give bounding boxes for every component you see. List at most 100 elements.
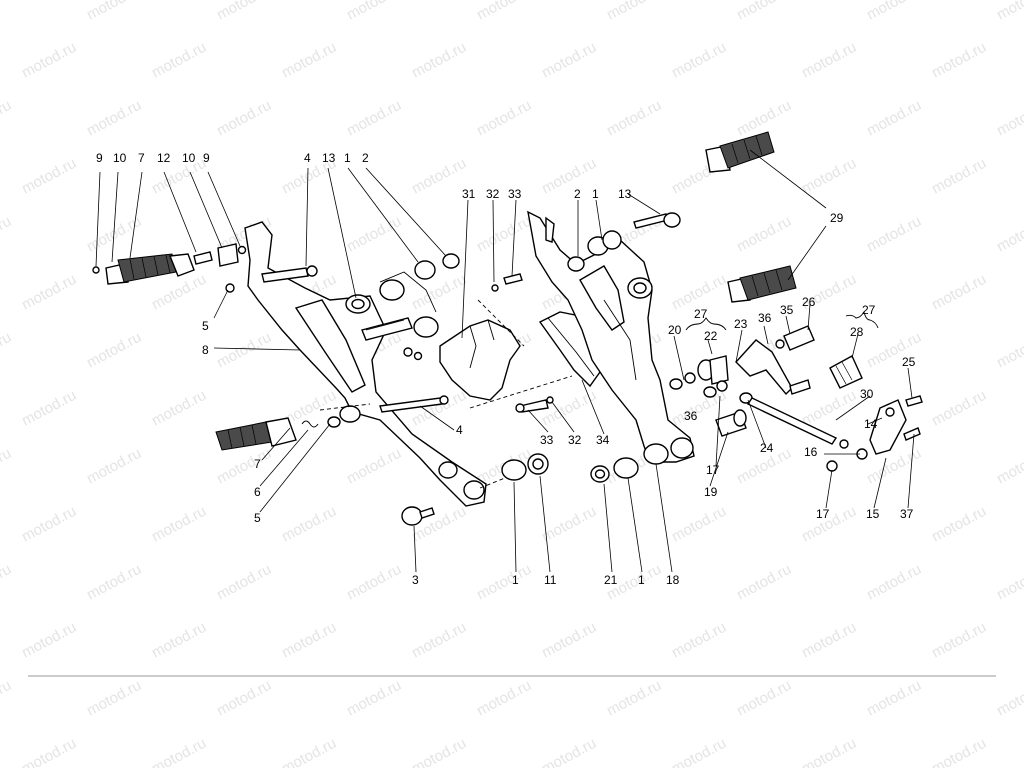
- watermark-text: motod.ru: [19, 155, 79, 198]
- left-bracket-hardware: [225, 253, 549, 526]
- watermark-text: motod.ru: [864, 97, 924, 140]
- watermark-text: motod.ru: [799, 155, 859, 198]
- left-upper-footpeg: [92, 243, 247, 285]
- part-label: 3: [412, 573, 419, 587]
- watermark-text: motod.ru: [799, 39, 859, 82]
- watermark-text: motod.ru: [994, 0, 1024, 24]
- part-label: 25: [902, 355, 916, 369]
- watermark-text: motod.ru: [84, 677, 144, 720]
- part-label: 30: [860, 387, 874, 401]
- watermark-text: motod.ru: [19, 39, 79, 82]
- part-label: 9: [96, 151, 103, 165]
- watermark-text: motod.ru: [734, 677, 794, 720]
- part-label: 4: [456, 423, 463, 437]
- part-label: 32: [486, 187, 500, 201]
- part-label: 8: [202, 343, 209, 357]
- part-label: 36: [758, 311, 772, 325]
- part-label: 13: [322, 151, 336, 165]
- watermark-text: motod.ru: [539, 619, 599, 662]
- part-label: 10: [113, 151, 127, 165]
- watermark-text: motod.ru: [994, 445, 1024, 488]
- part-label: 35: [780, 303, 794, 317]
- part-label: 15: [866, 507, 880, 521]
- watermark-text: motod.ru: [0, 445, 14, 488]
- watermark-text: motod.ru: [669, 619, 729, 662]
- part-label: 27: [694, 307, 708, 321]
- watermark-text: motod.ru: [994, 213, 1024, 256]
- watermark-text: motod.ru: [0, 329, 14, 372]
- watermark-text: motod.ru: [539, 735, 599, 768]
- watermark-text: motod.ru: [19, 271, 79, 314]
- watermark-text: motod.ru: [994, 329, 1024, 372]
- watermark-text: motod.ru: [929, 503, 989, 546]
- part-label: 34: [596, 433, 610, 447]
- part-label: 5: [202, 319, 209, 333]
- watermark-text: motod.ru: [149, 271, 209, 314]
- part-label: 20: [668, 323, 682, 337]
- watermark-text: motod.ru: [344, 677, 404, 720]
- watermark-text: motod.ru: [474, 677, 534, 720]
- watermark-text: motod.ru: [864, 445, 924, 488]
- watermark-text: motod.ru: [19, 387, 79, 430]
- part-label: 14: [864, 417, 878, 431]
- part-label: 26: [802, 295, 816, 309]
- part-label: 36: [684, 409, 698, 423]
- watermark-text: motod.ru: [279, 503, 339, 546]
- watermark-text: motod.ru: [344, 445, 404, 488]
- watermark-text: motod.ru: [19, 503, 79, 546]
- part-label: 13: [618, 187, 632, 201]
- watermark-text: motod.ru: [799, 619, 859, 662]
- part-label: 12: [157, 151, 171, 165]
- watermark-text: motod.ru: [604, 97, 664, 140]
- watermark-text: motod.ru: [734, 561, 794, 604]
- watermark-text: motod.ru: [799, 387, 859, 430]
- part-label: 23: [734, 317, 748, 331]
- watermark-text: motod.ru: [929, 271, 989, 314]
- part-label: 9: [203, 151, 210, 165]
- watermark-text: motod.ru: [214, 0, 274, 24]
- watermark-text: motod.ru: [474, 0, 534, 24]
- watermark-text: motod.ru: [669, 39, 729, 82]
- watermark-text: motod.ru: [84, 0, 144, 24]
- watermark-text: motod.ru: [409, 619, 469, 662]
- watermark-text: motod.ru: [344, 213, 404, 256]
- part-label: 18: [666, 573, 680, 587]
- watermark-text: motod.ru: [0, 213, 14, 256]
- watermark-text: motod.ru: [149, 735, 209, 768]
- watermark-text: motod.ru: [0, 0, 14, 24]
- watermark-text: motod.ru: [994, 677, 1024, 720]
- part-label: 17: [816, 507, 830, 521]
- watermark-text: motod.ru: [0, 677, 14, 720]
- watermark-text: motod.ru: [929, 155, 989, 198]
- watermark-text: motod.ru: [149, 503, 209, 546]
- part-label: 4: [304, 151, 311, 165]
- watermark-text: motod.ru: [539, 39, 599, 82]
- part-number-labels: 9 10 7 12 10 9 4 13 1 2 31 32 33 2 1 13 …: [96, 151, 916, 587]
- part-label: 22: [704, 329, 718, 343]
- watermark-text: motod.ru: [929, 619, 989, 662]
- right-upper-footpeg: [705, 131, 775, 173]
- watermark-text: motod.ru: [84, 561, 144, 604]
- watermark-text: motod.ru: [474, 97, 534, 140]
- watermark-text: motod.ru: [214, 329, 274, 372]
- watermark-text: motod.ru: [214, 561, 274, 604]
- part-label: 28: [850, 325, 864, 339]
- part-label: 1: [592, 187, 599, 201]
- part-label: 5: [254, 511, 261, 525]
- part-label: 29: [830, 211, 844, 225]
- watermark-text: motod.ru: [929, 387, 989, 430]
- part-label: 6: [254, 485, 261, 499]
- watermark-text: motod.ru: [149, 619, 209, 662]
- part-label: 33: [540, 433, 554, 447]
- watermark-text: motod.ru: [409, 155, 469, 198]
- watermark-text: motod.ru: [84, 97, 144, 140]
- watermark-text: motod.ru: [929, 39, 989, 82]
- watermark-text: motod.ru: [214, 445, 274, 488]
- part-label: 1: [638, 573, 645, 587]
- watermark-text: motod.ru: [344, 0, 404, 24]
- part-label: 24: [760, 441, 774, 455]
- watermark-text: motod.ru: [864, 677, 924, 720]
- part-label: 37: [900, 507, 914, 521]
